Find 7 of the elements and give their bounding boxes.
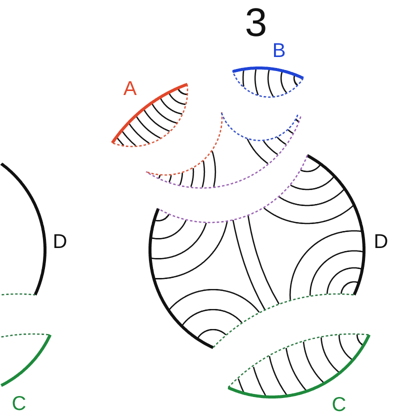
piece-label: C [12, 394, 26, 414]
piece-label: D [52, 232, 68, 252]
piece-label: C [332, 395, 346, 415]
piece-label: B [272, 41, 286, 61]
panel-number: 3 [244, 3, 268, 43]
piece-label: A [123, 79, 137, 99]
piece-label: D [374, 232, 388, 252]
